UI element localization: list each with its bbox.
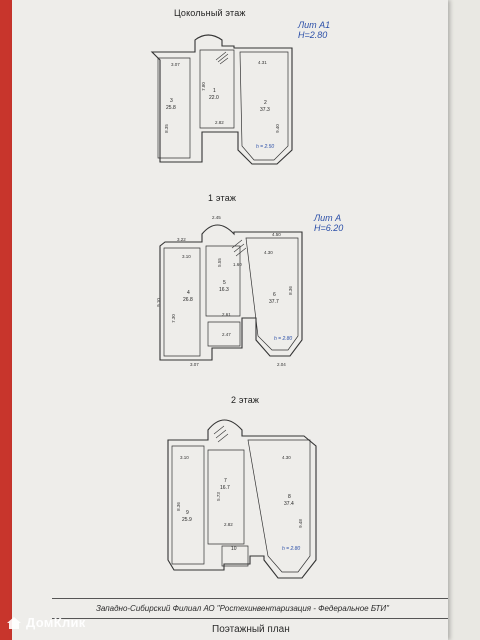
floor1-outline — [159, 224, 303, 361]
floor2-room7-area: 16.7 — [220, 485, 230, 491]
floor2-outline — [167, 419, 317, 579]
house-icon — [7, 616, 21, 629]
floor0-height-note: h = 2.50 — [256, 144, 275, 150]
background-left — [0, 0, 14, 640]
floor1-dim-bottom-right: 2.04 — [277, 362, 286, 367]
floor2-room8-area: 37.4 — [284, 501, 294, 507]
floor1-dim-bath: 2.47 — [222, 332, 231, 337]
floor2-room8-length: 9.48 — [297, 519, 303, 528]
floor0-lit: Лит А1 — [298, 20, 331, 30]
floor0-room1-length: 7.80 — [200, 82, 206, 91]
basement-inner-walls — [157, 49, 289, 161]
floor1-room6-width: 4.30 — [264, 250, 273, 255]
floor1-room4-num: 4 — [187, 290, 190, 296]
floor1-room6-num: 6 — [273, 292, 276, 298]
watermark: ДомКлик — [6, 615, 86, 630]
floor0-room1-num: 1 — [213, 88, 216, 94]
floor2-inner-walls — [171, 439, 311, 573]
plan-title: Поэтажный план — [212, 624, 290, 635]
floor2-room9-area: 25.9 — [182, 517, 192, 523]
floor2-room9-num: 9 — [186, 510, 189, 516]
floor0-room3-length: 8.35 — [163, 124, 169, 133]
floor0-room2-area: 37.3 — [260, 107, 270, 113]
floor1-lit: Лит А — [314, 213, 342, 223]
floor0-room1-width: 2.82 — [215, 120, 224, 125]
floor1-dim-left-top: 3.22 — [177, 237, 186, 242]
basement-outline — [150, 34, 293, 165]
footer-organization: Западно-Сибирский Филиал АО "Ростехинвен… — [96, 604, 389, 613]
floor0-room3-width: 3.07 — [171, 62, 180, 67]
floor0-room3-num: 3 — [170, 98, 173, 104]
floor2-room7-width: 2.82 — [224, 522, 233, 527]
floor1-dim-top: 2.45 — [212, 215, 221, 220]
floor1-dim-stair: 1.60 — [233, 262, 242, 267]
floor1-room6-area: 37.7 — [269, 299, 279, 305]
floor0-room2-width: 4.31 — [258, 60, 267, 65]
floor0-title: Цокольный этаж — [174, 8, 246, 18]
floor0-room1-area: 22.0 — [209, 95, 219, 101]
floor0-height: H=2.80 — [298, 30, 328, 40]
floor1-room5-width: 2.61 — [222, 312, 231, 317]
floor1-room5-area: 16.3 — [219, 287, 229, 293]
footer-divider — [52, 598, 448, 599]
floor2-room9-length: 8.36 — [175, 502, 181, 511]
footer-divider-2 — [52, 618, 448, 619]
floor-plan-sheet: Цокольный этаж Лит А1 H=2.80 3.07 3 25.8… — [12, 0, 448, 640]
floor1-room5-length: 5.55 — [216, 258, 222, 267]
floor1-room4-length: 7.30 — [170, 314, 176, 323]
floor2-title: 2 этаж — [231, 395, 260, 405]
floor1-room5-num: 5 — [223, 280, 226, 286]
floor1-title: 1 этаж — [208, 193, 237, 203]
floor1-height-note: h = 2.80 — [274, 336, 293, 342]
floor1-room4-width: 3.10 — [182, 254, 191, 259]
floor1-height: H=6.20 — [314, 223, 344, 233]
floor1-room6-length: 8.36 — [287, 286, 293, 295]
watermark-text: ДомКлик — [26, 615, 86, 630]
floor2-room7-num: 7 — [224, 478, 227, 484]
floor0-room2-length: 9.40 — [274, 124, 280, 133]
floor2-stair — [213, 425, 229, 443]
floor1-inner-walls — [163, 237, 299, 357]
floor1-stair — [231, 239, 247, 257]
floor2-room8-width: 4.30 — [282, 455, 291, 460]
floor0-room2-num: 2 — [264, 100, 267, 106]
floor1-dim-bottom-left: 3.07 — [190, 362, 199, 367]
floor1-dim-total: 9.10 — [155, 298, 161, 307]
floor2-room10-num: 10 — [231, 546, 237, 552]
floor1-dim-right-top: 4.50 — [272, 232, 281, 237]
floor2-room9-width: 3.10 — [180, 455, 189, 460]
floor-plans-drawing — [150, 34, 317, 579]
floor2-room8-num: 8 — [288, 494, 291, 500]
floor2-room7-length: 5.73 — [215, 492, 221, 501]
floor2-height-note: h = 2.80 — [282, 546, 301, 552]
floor0-room3-area: 25.8 — [166, 105, 176, 111]
basement-stair — [215, 51, 229, 65]
floor1-room4-area: 26.8 — [183, 297, 193, 303]
